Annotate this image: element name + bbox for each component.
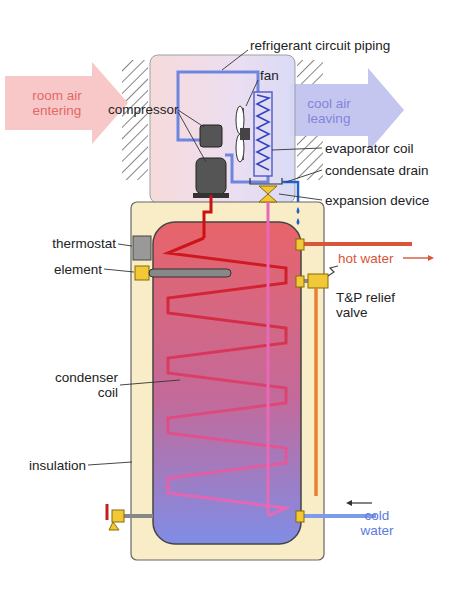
part-label: insulation — [29, 458, 86, 473]
fan-motor — [240, 128, 250, 140]
coil-return — [267, 202, 270, 515]
pipe-label: hot water — [338, 251, 394, 266]
drain-valve — [112, 510, 124, 522]
condensate-drain — [282, 182, 298, 202]
compressor — [196, 158, 226, 194]
evaporator-zigzag — [257, 95, 269, 170]
part-label: condenser coil — [38, 370, 118, 400]
wall-hatch — [122, 60, 148, 180]
hot-water-pipe — [301, 242, 412, 246]
discharge-pipe — [314, 288, 318, 496]
heat-pump-unit — [150, 55, 295, 203]
air-label: room air entering — [18, 88, 96, 118]
evaporator-coil — [257, 95, 269, 170]
part-label: fan — [260, 68, 279, 83]
pipe-label: cold water — [352, 508, 402, 538]
part-label: thermostat — [52, 236, 116, 251]
element-fitting — [135, 266, 149, 280]
part-label: refrigerant circuit piping — [250, 38, 390, 53]
heating-element — [149, 269, 231, 277]
part-label: expansion device — [325, 193, 429, 208]
thermostat — [133, 236, 151, 260]
insulation-housing — [131, 202, 324, 560]
relief-valve — [308, 274, 328, 288]
part-label: condensate drain — [325, 163, 429, 178]
part-label: T&P relief valve — [336, 290, 398, 320]
refrigerant-piping — [225, 155, 268, 182]
air-out-arrow — [290, 68, 404, 152]
part-label: compressor — [108, 102, 179, 117]
leader-lines — [88, 50, 322, 465]
compressor-top — [200, 125, 222, 147]
part-label: element — [54, 262, 102, 277]
air-label: cool air leaving — [296, 96, 362, 126]
part-label: evaporator coil — [325, 141, 414, 156]
